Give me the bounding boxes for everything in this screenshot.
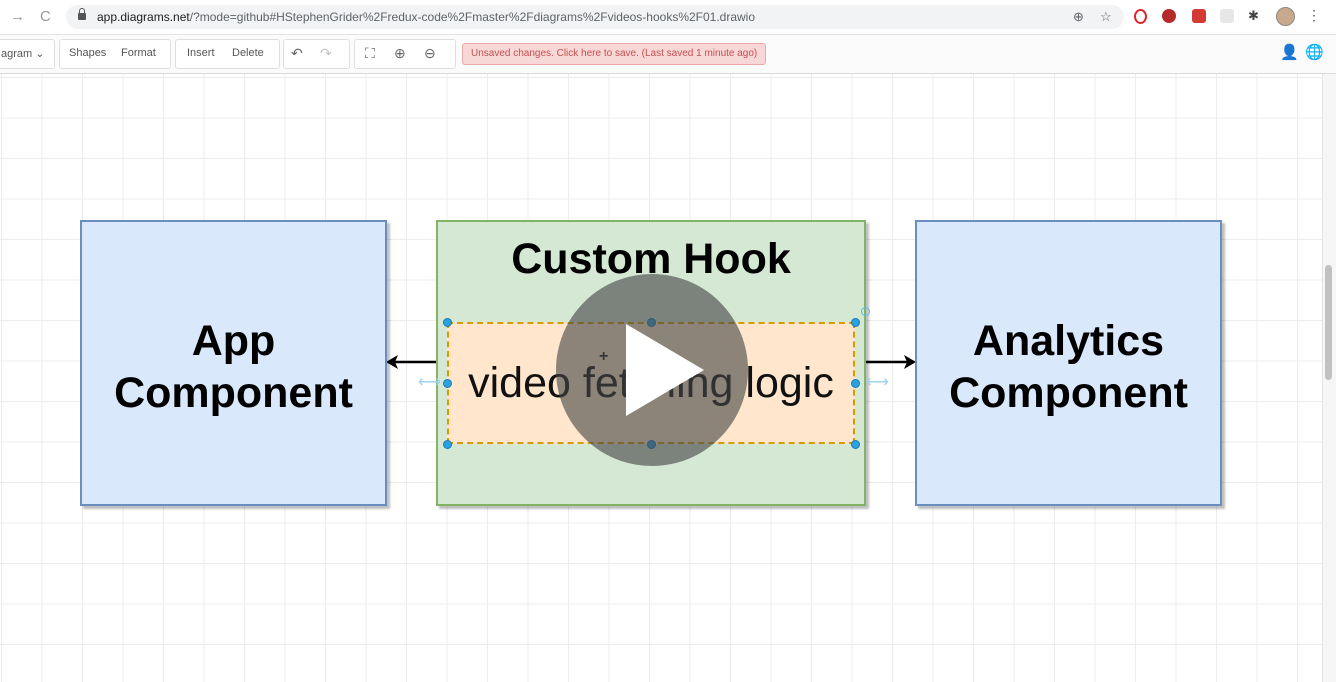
format-button[interactable]: Format <box>121 47 156 59</box>
connect-arrow-left-icon[interactable]: ⟷ <box>418 374 441 391</box>
address-bar[interactable]: app.diagrams.net/?mode=github#HStephenGr… <box>66 5 1124 29</box>
zoom-out-icon[interactable]: ⊖ <box>424 45 436 61</box>
profile-avatar[interactable] <box>1276 7 1295 26</box>
zoom-group: ⛶ ⊕ ⊖ <box>354 39 456 69</box>
selection-handle[interactable] <box>851 318 860 327</box>
play-icon <box>626 324 704 416</box>
browser-menu-icon[interactable]: ⋮ <box>1307 7 1321 23</box>
url-text: app.diagrams.net/?mode=github#HStephenGr… <box>97 10 756 24</box>
forward-icon[interactable]: → <box>10 8 25 25</box>
history-group: ↶ ↷ <box>283 39 350 69</box>
undo-icon[interactable]: ↶ <box>291 45 303 61</box>
selection-handle[interactable] <box>443 379 452 388</box>
analytics-box-label-line1: Analytics <box>972 317 1165 365</box>
video-play-button[interactable] <box>556 274 748 466</box>
redo-icon[interactable]: ↷ <box>320 45 332 61</box>
panel-toggle-group: Shapes Format <box>59 39 171 69</box>
rotate-handle[interactable] <box>861 307 870 316</box>
selection-handle[interactable] <box>851 379 860 388</box>
scrollbar-thumb[interactable] <box>1325 265 1332 380</box>
edit-group: Insert Delete <box>175 39 280 69</box>
install-app-icon[interactable]: ⊕ <box>1073 9 1084 24</box>
selection-handle[interactable] <box>443 440 452 449</box>
delete-button[interactable]: Delete <box>232 47 264 59</box>
app-box-label-line1: App <box>191 317 276 365</box>
browser-address-row: → C app.diagrams.net/?mode=github#HSteph… <box>0 0 1336 35</box>
extension-icon[interactable] <box>1220 9 1234 23</box>
app-component-box[interactable]: App Component <box>80 220 387 506</box>
fullscreen-icon[interactable]: ⛶ <box>365 45 375 61</box>
unsaved-changes-button[interactable]: Unsaved changes. Click here to save. (La… <box>462 43 767 65</box>
share-user-icon[interactable]: 👤 <box>1280 44 1299 61</box>
shapes-button[interactable]: Shapes <box>69 47 107 59</box>
analytics-box-label-line2: Component <box>949 369 1188 417</box>
extensions-puzzle-icon[interactable]: ✱ <box>1248 8 1259 23</box>
selection-handle[interactable] <box>443 318 452 327</box>
reload-icon[interactable]: C <box>40 8 51 25</box>
insert-button[interactable]: Insert <box>187 47 215 59</box>
extension-icon[interactable] <box>1192 9 1206 23</box>
bookmark-star-icon[interactable]: ☆ <box>1100 9 1112 24</box>
language-globe-icon[interactable]: 🌐 <box>1305 44 1324 61</box>
app-box-label-line2: Component <box>114 369 353 417</box>
lock-icon[interactable] <box>78 8 86 20</box>
connect-arrow-right-icon[interactable]: ⟷ <box>866 374 889 391</box>
opera-extension-icon[interactable] <box>1134 9 1147 24</box>
zoom-in-icon[interactable]: ⊕ <box>394 45 406 61</box>
extension-icon[interactable] <box>1162 9 1176 23</box>
analytics-component-box[interactable]: Analytics Component <box>915 220 1222 506</box>
diagram-toolbar: agram ⌄ Shapes Format Insert Delete ↶ ↷ … <box>0 35 1336 74</box>
diagram-menu-group: agram ⌄ <box>0 39 55 69</box>
selection-handle[interactable] <box>851 440 860 449</box>
diagram-menu[interactable]: agram ⌄ <box>1 48 45 60</box>
